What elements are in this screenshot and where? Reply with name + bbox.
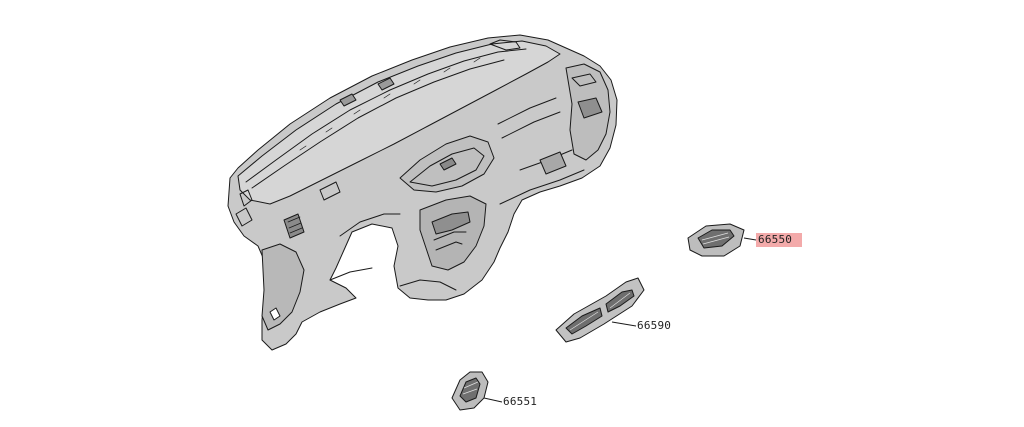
vent-66590[interactable] — [555, 277, 645, 343]
dashboard-panel — [227, 34, 618, 351]
vent-66551[interactable] — [451, 371, 503, 411]
part-label-66590[interactable]: 66590 — [637, 319, 672, 332]
part-label-66551[interactable]: 66551 — [503, 395, 538, 408]
vent-66550[interactable] — [687, 223, 757, 257]
part-label-66550[interactable]: 66550 — [756, 233, 803, 247]
